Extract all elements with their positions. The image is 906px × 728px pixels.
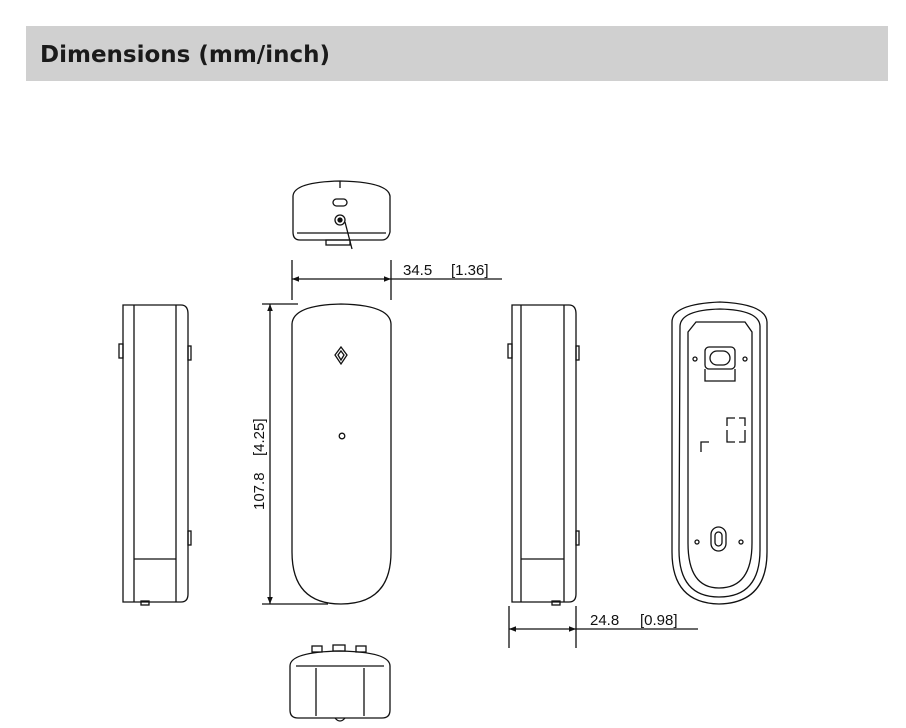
logo-icon <box>334 345 348 366</box>
depth-inch-label: [0.98] <box>640 612 678 629</box>
top-view <box>292 180 391 250</box>
height-dimension <box>262 303 328 605</box>
height-inch-label: [4.25] <box>251 418 268 456</box>
height-mm-label: 107.8 <box>251 472 268 510</box>
bottom-view <box>289 644 391 722</box>
screw-hole <box>710 526 727 552</box>
sensor-hole <box>338 432 346 440</box>
left-side-view <box>118 304 192 606</box>
front-view <box>291 303 392 605</box>
width-dimension <box>291 260 502 300</box>
right-side-view <box>507 304 580 606</box>
width-inch-label: [1.36] <box>451 262 489 279</box>
depth-dimension <box>508 606 698 648</box>
back-view <box>671 301 768 605</box>
section-title: Dimensions (mm/inch) <box>40 42 330 68</box>
mount-slot <box>704 346 736 370</box>
section-header: Dimensions (mm/inch) <box>26 26 888 81</box>
width-mm-label: 34.5 <box>403 262 432 279</box>
depth-mm-label: 24.8 <box>590 612 619 629</box>
